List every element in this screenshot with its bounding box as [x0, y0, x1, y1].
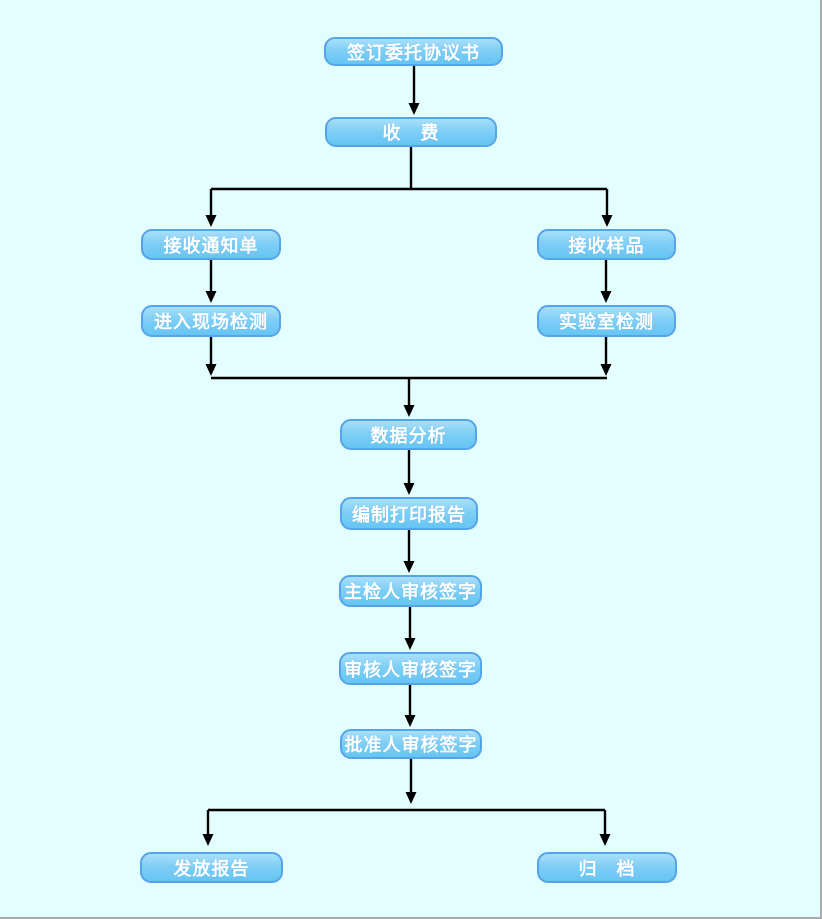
node-label: 接收通知单: [163, 235, 259, 256]
node-receive-samples: 接收样品: [537, 229, 676, 260]
node-label: 实验室检测: [559, 312, 654, 332]
node-lab-testing: 实验室检测: [537, 305, 676, 337]
node-site-testing: 进入现场检测: [141, 305, 281, 337]
node-label: 数据分析: [370, 425, 447, 446]
node-label: 编制打印报告: [352, 504, 466, 525]
node-label: 批准人审核签字: [344, 735, 478, 755]
node-receive-notice: 接收通知单: [141, 229, 281, 260]
node-label: 签订委托协议书: [347, 42, 480, 63]
node-approver-sign: 批准人审核签字: [340, 729, 482, 759]
node-label: 归 档: [578, 858, 636, 879]
node-label: 接收样品: [568, 235, 645, 256]
node-data-analysis: 数据分析: [340, 419, 477, 450]
node-chief-inspector-sign: 主检人审核签字: [339, 575, 482, 607]
node-sign-agreement: 签订委托协议书: [324, 37, 503, 66]
node-label: 审核人审核签字: [344, 659, 477, 680]
node-label: 发放报告: [173, 858, 250, 879]
node-prepare-print-report: 编制打印报告: [340, 497, 478, 530]
node-label: 主检人审核签字: [344, 582, 477, 602]
node-reviewer-sign: 审核人审核签字: [339, 652, 482, 685]
node-issue-report: 发放报告: [140, 852, 283, 883]
node-label: 进入现场检测: [154, 312, 268, 332]
node-archive: 归 档: [537, 852, 677, 883]
node-label: 收 费: [382, 123, 440, 143]
node-charge-fee: 收 费: [325, 117, 497, 147]
